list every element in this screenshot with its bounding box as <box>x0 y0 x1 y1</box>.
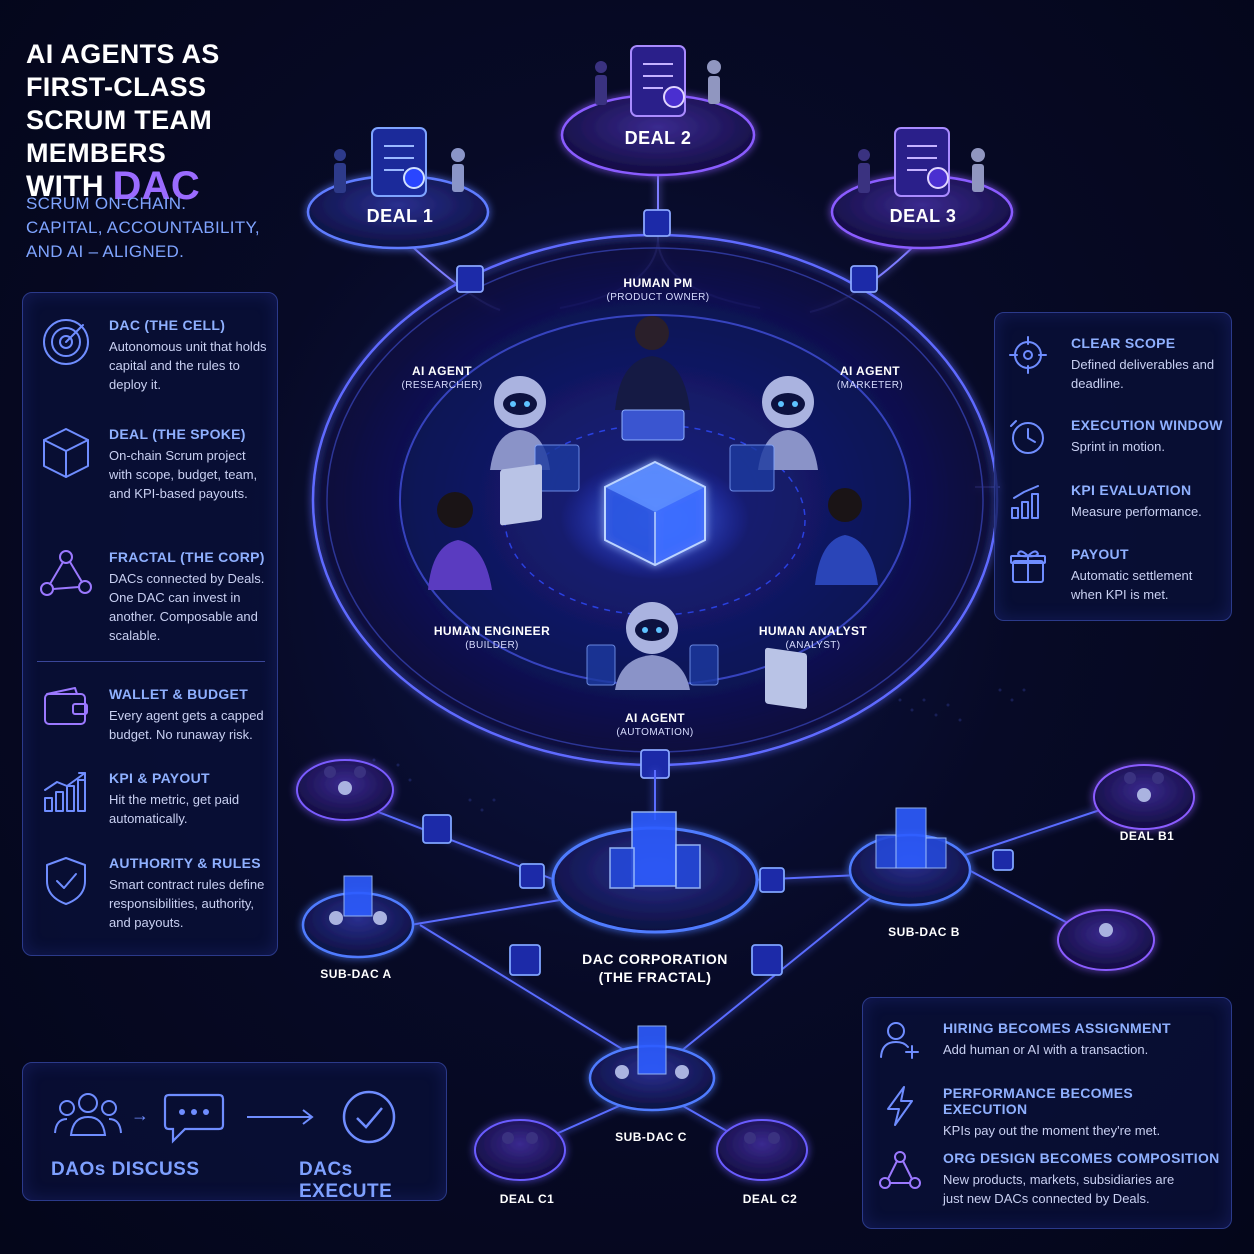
cube-icon <box>37 426 95 503</box>
sub-dac-b-node <box>848 807 972 907</box>
central-cube <box>604 460 706 567</box>
researcher-label: AI AGENT(RESEARCHER) <box>401 364 483 391</box>
sub-dac-a-label: SUB-DAC A <box>320 967 392 981</box>
page-title: AI AGENTS AS FIRST-CLASS SCRUM TEAM MEMB… <box>26 38 346 206</box>
subtitle-line-1: SCRUM ON-CHAIN. <box>26 194 187 213</box>
dac-corporation-node <box>551 811 759 934</box>
panel-divider <box>37 661 265 662</box>
dac-corporation-label: DAC CORPORATION (THE FRACTAL) <box>582 951 728 985</box>
sub-dac-c-label: SUB-DAC C <box>615 1130 687 1144</box>
small-deal-nodes <box>296 759 1195 1181</box>
concepts-panel: DAC (THE CELL)Autonomous unit that holds… <box>22 292 278 956</box>
deal-platform-2 <box>560 45 756 177</box>
title-line-2: FIRST-CLASS <box>26 72 207 102</box>
deal-2-label: DEAL 2 <box>624 128 692 148</box>
dacs-execute-label: DACs EXECUTE <box>299 1159 393 1202</box>
page-subtitle: SCRUM ON-CHAIN. CAPITAL, ACCOUNTABILITY,… <box>26 192 286 264</box>
analyst-label: HUMAN ANALYST(ANALYST) <box>758 624 868 651</box>
deal-platform-3 <box>830 127 1014 250</box>
title-line-4: WITH DAC <box>26 166 346 206</box>
concept-item-dac: DAC (THE CELL)Autonomous unit that holds… <box>37 317 267 394</box>
deal-platform-1 <box>306 127 490 250</box>
arrow-right-icon: → <box>131 1105 149 1125</box>
deal-1-label: DEAL 1 <box>366 206 434 226</box>
clock-icon <box>999 417 1057 457</box>
network-icon <box>871 1150 929 1208</box>
subtitle-line-2: CAPITAL, ACCOUNTABILITY, <box>26 218 260 237</box>
target-icon <box>37 317 95 394</box>
concept-item-fractal: FRACTAL (THE CORP)DACs connected by Deal… <box>37 549 267 645</box>
growth-chart-icon <box>37 770 95 828</box>
wallet-icon <box>37 686 95 744</box>
deal-c2-label: DEAL C2 <box>742 1192 798 1206</box>
dao-vs-dac-panel: → DAOs DISCUSS DACs EXECUTE <box>22 1062 447 1202</box>
deal-b1-label: DEAL B1 <box>1119 829 1175 843</box>
network-icon <box>37 549 95 645</box>
lock-cubes <box>422 814 1014 976</box>
sub-dac-a-node <box>301 875 415 959</box>
marketer-label: AI AGENT(MARKETER) <box>836 364 904 391</box>
chat-bubble-icon <box>163 1093 225 1144</box>
check-circle-icon <box>342 1090 396 1144</box>
daos-discuss-label: DAOs DISCUSS <box>51 1159 200 1180</box>
automation-label: AI AGENT(AUTOMATION) <box>616 711 694 738</box>
title-line-1: AI AGENTS AS <box>26 39 220 69</box>
bar-chart-icon <box>999 482 1057 522</box>
add-user-icon <box>871 1020 929 1060</box>
shield-check-icon <box>37 855 95 932</box>
pm-label: HUMAN PM(PRODUCT OWNER) <box>606 276 710 303</box>
gift-icon <box>999 546 1057 604</box>
title-prefix: WITH <box>26 170 104 203</box>
sub-dac-b-label: SUB-DAC B <box>888 925 960 939</box>
engineer-label: HUMAN ENGINEER(BUILDER) <box>433 624 551 651</box>
lightning-icon <box>871 1085 929 1140</box>
sub-dac-c-node <box>588 1025 716 1112</box>
long-arrow-icon <box>247 1109 314 1125</box>
concept-item-deal: DEAL (THE SPOKE)On-chain Scrum project w… <box>37 426 267 503</box>
deal-3-label: DEAL 3 <box>889 206 957 226</box>
title-accent: DAC <box>112 164 201 208</box>
deal-c1-label: DEAL C1 <box>499 1192 555 1206</box>
team-members <box>428 316 878 710</box>
group-icon <box>54 1093 122 1136</box>
connector-cubes <box>456 209 878 779</box>
subtitle-line-3: AND AI – ALIGNED. <box>26 242 185 261</box>
crosshair-icon <box>999 335 1057 393</box>
title-line-3: SCRUM TEAM MEMBERS <box>26 105 212 168</box>
